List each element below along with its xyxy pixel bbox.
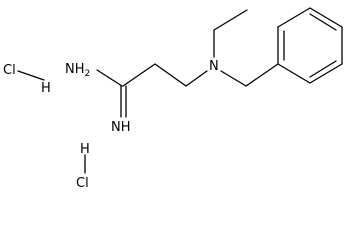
- bond-nh2-c: [96, 69, 123, 87]
- label-nh2: NH2: [65, 62, 90, 79]
- ring-bond-2: [277, 7, 311, 28]
- bond-ch2-ch2: [154, 63, 187, 87]
- label-hcl-bottom-cl: Cl: [76, 176, 89, 191]
- benzene-ring: [277, 7, 343, 84]
- bond-benzyl-ring: [245, 63, 279, 87]
- label-hcl-top-h: H: [41, 81, 51, 96]
- ring-double-2: [309, 13, 337, 31]
- molecule-diagram: NH2 NH N Cl H H Cl: [3, 7, 343, 191]
- bond-c-ch2: [122, 63, 156, 87]
- ring-bond-3: [309, 7, 343, 28]
- label-hcl-bottom-h: H: [80, 142, 90, 157]
- label-imine: NH: [111, 120, 131, 135]
- ring-bond-6: [277, 63, 311, 84]
- label-amine-n: N: [209, 59, 219, 74]
- bond-n-benzyl: [220, 70, 247, 87]
- bond-ethyl-ch3: [213, 9, 248, 31]
- ring-double-3: [309, 60, 337, 78]
- label-hcl-top-cl: Cl: [3, 63, 16, 78]
- bonds: [96, 9, 279, 118]
- bond-ch2-n: [185, 70, 208, 87]
- bond-hcl-top: [17, 70, 45, 81]
- ring-bond-5: [309, 63, 343, 84]
